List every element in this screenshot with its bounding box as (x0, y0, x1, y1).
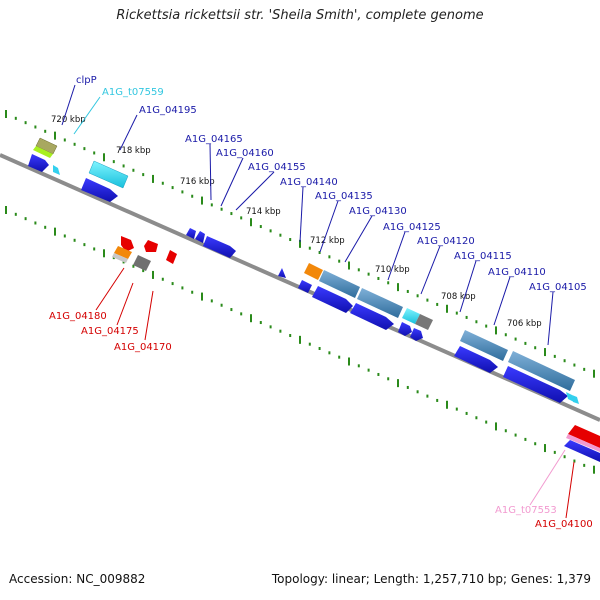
scale-labels: 720 kbp 718 kbp 716 kbp 714 kbp 712 kbp … (51, 115, 542, 329)
scale-label: 710 kbp (375, 265, 410, 275)
gene-clpP[interactable] (28, 137, 58, 172)
gene-A1G_04170[interactable] (166, 250, 177, 264)
gene-A1G_04120[interactable] (398, 308, 433, 341)
gene-label[interactable]: A1G_04120 (417, 236, 475, 247)
gene-A1G_t07559[interactable] (53, 165, 60, 175)
gene-label[interactable]: A1G_04105 (529, 282, 587, 293)
gene-label[interactable]: A1G_04180 (49, 311, 107, 322)
scale-label: 712 kbp (310, 236, 345, 246)
label-connectors (61, 84, 575, 519)
gene-A1G_04140[interactable] (278, 268, 286, 278)
reverse-features (112, 236, 177, 271)
gene-A1G_04125[interactable] (350, 288, 403, 330)
forward-features (28, 137, 600, 462)
gene-labels: clpP A1G_t07559 A1G_04195 A1G_04165 A1G_… (49, 75, 593, 530)
gene-A1G_04100[interactable] (564, 425, 600, 462)
gene-A1G_04160[interactable] (203, 236, 236, 258)
gene-label[interactable]: A1G_04140 (280, 177, 338, 188)
scale-label: 708 kbp (441, 292, 476, 302)
gene-label[interactable]: A1G_04175 (81, 326, 139, 337)
gene-label[interactable]: A1G_04155 (248, 162, 306, 173)
gene-A1G_04135[interactable] (298, 263, 323, 293)
gene-A1G_04130[interactable] (312, 270, 360, 313)
gene-A1G_04180[interactable] (112, 236, 134, 263)
gene-A1G_04195[interactable] (81, 160, 129, 202)
scale-label: 706 kbp (507, 319, 542, 329)
summary-text: Topology: linear; Length: 1,257,710 bp; … (271, 572, 591, 586)
genome-title: Rickettsia rickettsii str. 'Sheila Smith… (116, 8, 484, 23)
gene-label[interactable]: A1G_04130 (349, 206, 407, 217)
ruler-reverse (5, 206, 595, 474)
gene-label[interactable]: A1G_04110 (488, 267, 546, 278)
scale-label: 716 kbp (180, 177, 215, 187)
gene-label[interactable]: A1G_04135 (315, 191, 373, 202)
gene-label[interactable]: clpP (76, 75, 97, 86)
gene-label[interactable]: A1G_04115 (454, 251, 512, 262)
scale-label: 714 kbp (246, 207, 281, 217)
gene-A1G_04105[interactable] (503, 351, 579, 404)
gene-label[interactable]: A1G_04170 (114, 342, 172, 353)
gene-label[interactable]: A1G_04160 (216, 148, 274, 159)
scale-label: 718 kbp (116, 146, 151, 156)
accession-text: Accession: NC_009882 (9, 572, 146, 586)
ruler-forward (5, 110, 595, 378)
gene-label[interactable]: A1G_04125 (383, 222, 441, 233)
gene-A1G_04165[interactable] (186, 228, 205, 243)
gene-label[interactable]: A1G_04100 (535, 519, 593, 530)
gene-A1G_04110[interactable] (454, 330, 508, 373)
gene-label[interactable]: A1G_04195 (139, 105, 197, 116)
gene-label[interactable]: A1G_t07559 (102, 87, 164, 98)
scale-label: 720 kbp (51, 115, 86, 125)
gene-A1G_04175[interactable] (133, 240, 158, 271)
gene-label[interactable]: A1G_t07553 (495, 505, 557, 516)
gene-label[interactable]: A1G_04165 (185, 134, 243, 145)
